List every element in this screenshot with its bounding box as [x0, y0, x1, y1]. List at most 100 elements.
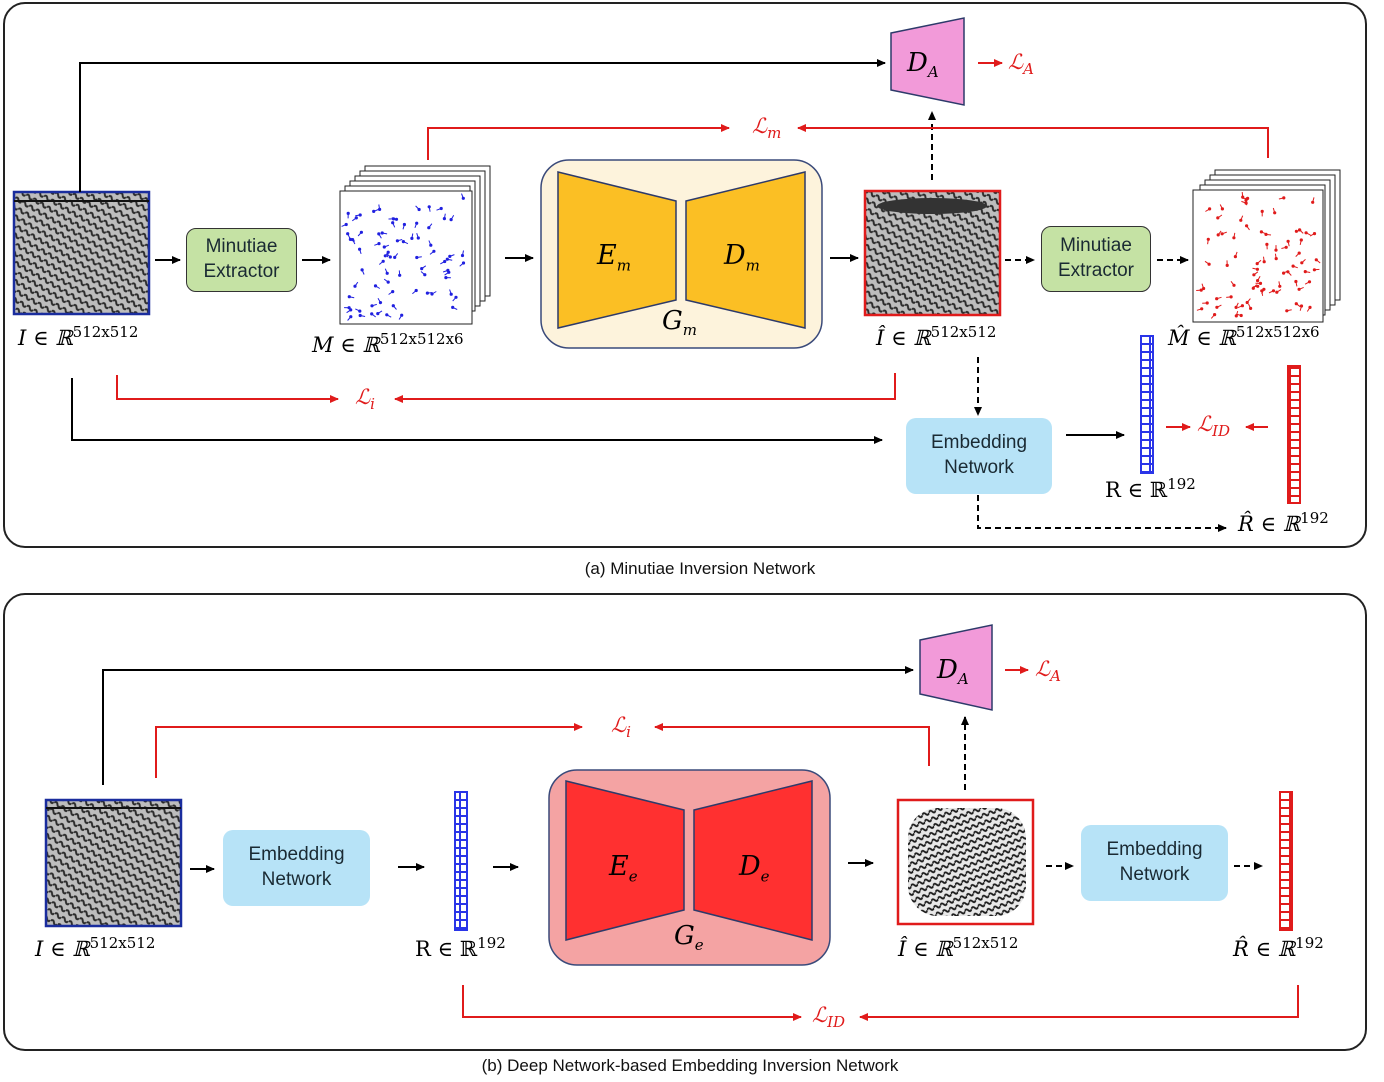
panel-b-caption: (b) Deep Network-based Embedding Inversi…: [481, 1056, 899, 1075]
minutiae-direction: [1298, 286, 1304, 290]
minutiae-direction: [392, 305, 397, 310]
discriminator-a-label: DA: [907, 48, 939, 82]
recon-embed-label-b: R̂ ∈ ℝ192: [1233, 934, 1324, 962]
minutiae-direction: [1299, 239, 1302, 246]
minutiae-direction: [1235, 310, 1239, 317]
minutiae-direction: [1287, 271, 1292, 276]
minutiae-direction: [1237, 305, 1243, 309]
minutiae-map-label: M ∈ ℝ512x512x6: [312, 330, 464, 358]
minutiae-direction: [346, 309, 351, 314]
minutiae-direction: [374, 243, 380, 246]
minutiae-direction: [1299, 305, 1302, 311]
minutiae-direction: [1216, 296, 1222, 300]
minutiae-direction: [386, 314, 392, 318]
minutiae-direction: [361, 269, 365, 275]
encoder-em-label: Em: [597, 240, 631, 275]
minutiae-direction: [1221, 231, 1227, 235]
minutiae-direction: [352, 217, 357, 222]
minutiae-direction: [416, 233, 419, 239]
minutiae-direction: [447, 258, 453, 261]
minutiae-direction: [420, 271, 426, 276]
minutiae-direction: [1301, 259, 1306, 264]
minutiae-direction: [1235, 302, 1239, 308]
minutiae-direction: [1207, 239, 1209, 245]
minutiae-direction: [377, 298, 381, 303]
reconstructed-fingerprint-a: [863, 189, 1002, 317]
minutiae-points-blue: [341, 193, 466, 321]
embedding-vector-r: [1140, 335, 1154, 474]
minutiae-direction: [375, 285, 381, 289]
input-label-a: I ∈ ℝ512x512: [18, 323, 139, 351]
minutiae-direction: [373, 209, 379, 212]
minutiae-direction: [1268, 290, 1274, 294]
minutiae-direction: [1240, 215, 1244, 221]
minutiae-direction: [429, 250, 435, 255]
minutiae-direction: [355, 214, 361, 217]
minutiae-direction: [392, 222, 396, 228]
minutiae-direction: [416, 256, 422, 258]
embed-label-b: R ∈ ℝ192: [415, 934, 506, 962]
minutiae-direction: [1278, 197, 1284, 200]
minutiae-direction: [450, 215, 455, 220]
minutiae-direction: [382, 232, 388, 235]
minutiae-direction: [1216, 304, 1222, 308]
embedding-vector-r-b: [454, 791, 468, 931]
loss-id-b: ℒID: [812, 1003, 846, 1032]
minutiae-direction: [1306, 307, 1311, 312]
minutiae-direction: [427, 292, 433, 294]
minutiae-direction: [1201, 283, 1205, 289]
minutiae-direction: [1283, 270, 1289, 274]
minutiae-direction: [1196, 308, 1202, 311]
minutiae-direction: [1295, 281, 1298, 287]
minutiae-direction: [386, 253, 391, 258]
generator-gm-label: Gm: [662, 306, 698, 340]
discriminator-b-label: DA: [937, 655, 969, 689]
minutiae-direction: [412, 290, 417, 295]
loss-i-b: ℒi: [611, 713, 631, 742]
minutiae-direction: [1252, 285, 1258, 288]
minutiae-direction: [461, 193, 464, 199]
minutiae-direction: [452, 306, 458, 310]
minutiae-direction: [1305, 271, 1311, 273]
minutiae-direction: [1292, 265, 1298, 269]
minutiae-direction: [402, 224, 405, 230]
minutiae-direction: [1204, 260, 1210, 265]
minutiae-extractor-box-2: Minutiae Extractor: [1041, 226, 1151, 292]
minutiae-direction: [383, 278, 389, 283]
minutiae-direction: [1265, 233, 1272, 236]
minutiae-direction: [428, 240, 432, 246]
minutiae-direction: [1248, 303, 1252, 309]
minutiae-direction: [1252, 267, 1258, 270]
encoder-ee-label: Ee: [609, 851, 638, 886]
minutiae-direction: [1217, 230, 1222, 236]
discriminator-a: [890, 17, 965, 106]
minutiae-direction: [1281, 246, 1287, 249]
minutiae-map-stack: [339, 165, 491, 325]
minutiae-direction: [347, 316, 352, 321]
minutiae-direction: [359, 249, 362, 255]
minutiae-direction: [415, 205, 420, 210]
minutiae-point: [1284, 245, 1288, 249]
minutiae-direction: [1295, 252, 1300, 257]
minutiae-point: [1206, 237, 1210, 241]
minutiae-direction: [378, 204, 381, 210]
minutiae-direction: [1253, 271, 1259, 276]
minutiae-direction: [442, 269, 449, 273]
minutiae-direction: [377, 310, 383, 315]
minutiae-direction: [391, 217, 397, 220]
minutiae-direction: [1287, 241, 1290, 247]
minutiae-direction: [428, 223, 433, 229]
loss-m: ℒm: [752, 114, 782, 143]
minutiae-direction: [1246, 298, 1251, 303]
minutiae-direction: [1256, 259, 1262, 264]
recon-embed-label-a: R̂ ∈ ℝ192: [1238, 509, 1329, 537]
minutiae-direction: [421, 265, 427, 270]
minutiae-direction: [378, 260, 384, 265]
discriminator-b: [919, 624, 993, 711]
minutiae-direction: [428, 206, 431, 212]
minutiae-direction: [443, 213, 446, 219]
reconstructed-minutiae-stack: [1192, 169, 1341, 323]
minutiae-points-red: [1196, 192, 1321, 319]
minutiae-direction: [1315, 259, 1321, 264]
